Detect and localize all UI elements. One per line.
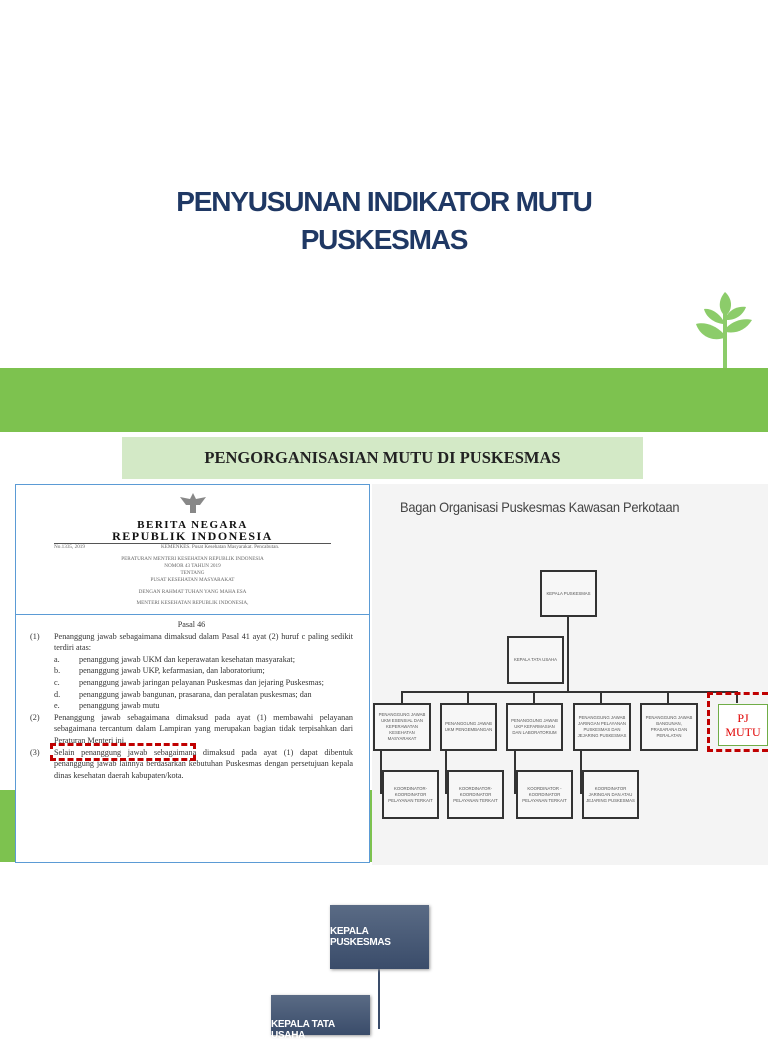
doc-reg: NOMOR 43 TAHUN 2019 <box>164 563 221 569</box>
item-marker: b. <box>54 666 61 676</box>
org-box-koordinator: KOORDINATOR-KOORDINATOR PELAYANAN TERKAI… <box>447 770 504 819</box>
pj-mutu-label: PJ MUTU <box>718 704 768 746</box>
clause-text: Selain penanggung jawab sebagaimana dima… <box>54 747 353 780</box>
item-text: penanggung jawab bangunan, prasarana, da… <box>79 689 312 699</box>
org-box-pj: PENANGGUNG JAWAB JARINGAN PELAYANAN PUSK… <box>573 703 631 751</box>
org-box-koordinator: KOORDINATOR-KOORDINATOR PELAYANAN TERKAI… <box>382 770 439 819</box>
green-band <box>0 368 768 432</box>
org-box-tata-usaha: KEPALA TATA USAHA <box>507 636 564 684</box>
kepala-tata-usaha-box: KEPALA TATA USAHA <box>271 995 370 1041</box>
item-marker: d. <box>54 689 61 699</box>
regulation-document: BERITA NEGARA REPUBLIK INDONESIA No.1335… <box>15 484 370 863</box>
pasal-heading: Pasal 46 <box>177 620 206 629</box>
highlight-pj-mutu-box <box>707 692 768 752</box>
doc-kemenkes: KEMENKES. Pusat Kesehatan Masyarakat. Pe… <box>161 544 280 550</box>
kepala-puskesmas-box: KEPALA PUSKESMAS <box>330 905 429 969</box>
clause-number: (3) <box>30 747 40 757</box>
doc-header-2: REPUBLIK INDONESIA <box>112 529 273 543</box>
org-box-pj: PENANGGUNG JAWAB UKM PENGEMBANGAN <box>440 703 497 751</box>
item-text: penanggung jawab UKM dan keperawatan kes… <box>79 654 295 664</box>
item-marker: c. <box>54 677 60 687</box>
clause-text: Penanggung jawab sebagaimana dimaksud pa… <box>54 712 353 745</box>
title-line-1: PENYUSUNAN INDIKATOR MUTU <box>176 186 593 217</box>
garuda-emblem-icon <box>179 493 206 513</box>
doc-reg: DENGAN RAHMAT TUHAN YANG MAHA ESA <box>138 589 247 595</box>
section-title: PENGORGANISASIAN MUTU DI PUSKESMAS <box>122 437 643 479</box>
doc-reg: PERATURAN MENTERI KESEHATAN REPUBLIK IND… <box>121 556 264 562</box>
document-header: BERITA NEGARA REPUBLIK INDONESIA No.1335… <box>16 485 369 615</box>
org-box-koordinator: KOORDINATOR - KOORDINATOR PELAYANAN TERK… <box>516 770 573 819</box>
item-text: penanggung jawab UKP, kefarmasian, dan l… <box>79 666 265 676</box>
item-marker: e. <box>54 701 60 711</box>
org-box-pj: PENANGGUNG JAWAB UKP KEFARMASIAN DAN LAB… <box>506 703 563 751</box>
clause-text: Penanggung jawab sebagaimana dimaksud da… <box>54 631 353 653</box>
doc-reg: TENTANG <box>180 570 205 576</box>
item-text: penanggung jawab jaringan pelayanan Pusk… <box>79 677 324 687</box>
org-chart-title: Bagan Organisasi Puskesmas Kawasan Perko… <box>400 499 680 515</box>
item-marker: a. <box>54 654 60 664</box>
doc-number: No.1335, 2019 <box>54 544 85 550</box>
clause-number: (1) <box>30 631 40 641</box>
doc-reg: PUSAT KESEHATAN MASYARAKAT <box>150 577 235 583</box>
title-line-2: PUSKESMAS <box>300 224 469 255</box>
document-body: Pasal 46 (1) Penanggung jawab sebagaimana… <box>16 615 369 781</box>
org-box-koordinator: KOORDINATOR JARINGAN DAN ATAU JEJARING P… <box>582 770 639 819</box>
doc-header-1: BERITA NEGARA <box>137 519 248 531</box>
org-box-kepala: KEPALA PUSKESMAS <box>540 570 597 617</box>
org-box-pj: PENANGGUNG JAWAB BANGUNAN, PRASARANA DAN… <box>640 703 698 751</box>
slide-title: PENYUSUNAN INDIKATOR MUTU PUSKESMAS <box>0 183 768 259</box>
clause-number: (2) <box>30 712 40 722</box>
doc-reg: MENTERI KESEHATAN REPUBLIK INDONESIA, <box>136 600 249 606</box>
plant-sprout-icon <box>696 292 752 370</box>
org-box-pj: PENANGGUNG JAWAB UKM ESENSIAL DAN KEPERA… <box>373 703 431 751</box>
green-accent <box>0 790 15 862</box>
highlight-pj-mutu-text <box>50 743 196 761</box>
item-text-mutu: penanggung jawab mutu <box>79 701 160 711</box>
